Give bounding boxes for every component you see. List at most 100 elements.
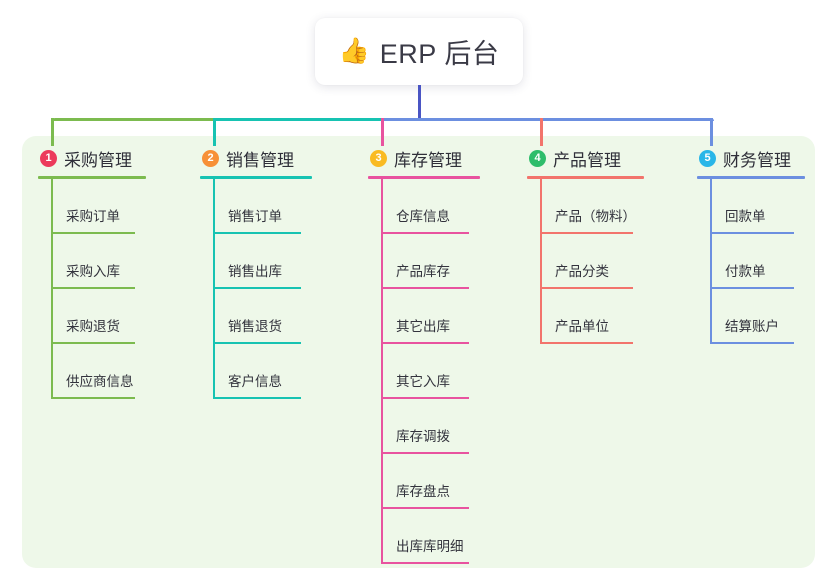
branch-stem-1 — [51, 118, 54, 146]
connector-bar-segment-3 — [382, 118, 714, 121]
branch-item-label: 其它入库 — [396, 374, 450, 389]
branch-item-rule — [540, 232, 633, 234]
connector-bar-segment-2 — [214, 118, 384, 121]
branch-item[interactable]: 销售退货 — [200, 289, 312, 344]
branch-header-rule-2 — [200, 176, 312, 179]
branch-item[interactable]: 客户信息 — [200, 344, 312, 399]
branch-item-label: 产品库存 — [396, 264, 450, 279]
branch-column-2: 2 销售管理销售订单销售出库销售退货客户信息 — [200, 146, 312, 399]
branch-item[interactable]: 销售出库 — [200, 234, 312, 289]
branch-item-rule — [213, 287, 301, 289]
branch-item-rule — [381, 452, 469, 454]
branch-item[interactable]: 供应商信息 — [38, 344, 146, 399]
branch-item[interactable]: 付款单 — [697, 234, 805, 289]
branch-item[interactable]: 产品单位 — [527, 289, 644, 344]
branch-item-rule — [381, 507, 469, 509]
root-node-title: ERP 后台 — [379, 39, 500, 69]
branch-item-label: 产品分类 — [555, 264, 609, 279]
branch-badge-4: 4 — [529, 149, 546, 167]
branch-header-rule-4 — [527, 176, 644, 179]
branch-item-rule — [710, 287, 794, 289]
branch-column-3: 3 库存管理仓库信息产品库存其它出库其它入库库存调拨库存盘点出库库明细 — [368, 146, 480, 564]
branch-item-rule — [381, 342, 469, 344]
branch-trunk-3 — [381, 179, 383, 564]
branch-item-rule — [381, 287, 469, 289]
branch-badge-3: 3 — [370, 149, 387, 167]
branch-item-label: 采购退货 — [66, 319, 120, 334]
branch-item-rule — [213, 232, 301, 234]
thumbs-up-icon: 👍 — [338, 37, 370, 65]
branch-header-rule-1 — [38, 176, 146, 179]
branches-panel — [22, 136, 815, 568]
branch-item-label: 结算账户 — [725, 319, 779, 334]
branch-item-label: 产品（物料） — [555, 209, 636, 224]
branch-stem-2 — [213, 118, 216, 146]
branch-item-list-5: 回款单付款单结算账户 — [697, 179, 805, 344]
branch-item[interactable]: 产品（物料） — [527, 179, 644, 234]
branch-item-label: 仓库信息 — [396, 209, 450, 224]
branch-item[interactable]: 产品库存 — [368, 234, 480, 289]
branch-trunk-5 — [710, 179, 712, 344]
branch-item-rule — [51, 342, 135, 344]
branch-item-rule — [213, 397, 301, 399]
branch-item[interactable]: 库存调拨 — [368, 399, 480, 454]
branch-item-label: 供应商信息 — [66, 374, 134, 389]
branch-item[interactable]: 产品分类 — [527, 234, 644, 289]
branch-badge-5: 5 — [699, 149, 716, 167]
branch-item[interactable]: 库存盘点 — [368, 454, 480, 509]
branch-stem-3 — [381, 118, 384, 146]
branch-item-label: 采购入库 — [66, 264, 120, 279]
branch-item-label: 客户信息 — [228, 374, 282, 389]
branch-item-rule — [710, 342, 794, 344]
branch-item-label: 采购订单 — [66, 209, 120, 224]
branch-item-label: 出库库明细 — [396, 539, 464, 554]
connector-bar-segment-1 — [52, 118, 216, 121]
branch-item-rule — [51, 232, 135, 234]
branch-item[interactable]: 回款单 — [697, 179, 805, 234]
branch-trunk-1 — [51, 179, 53, 399]
branch-item[interactable]: 其它出库 — [368, 289, 480, 344]
branch-item-label: 库存调拨 — [396, 429, 450, 444]
branch-item-rule — [540, 287, 633, 289]
branch-item[interactable]: 仓库信息 — [368, 179, 480, 234]
branch-item-label: 产品单位 — [555, 319, 609, 334]
branch-item[interactable]: 采购入库 — [38, 234, 146, 289]
branch-trunk-4 — [540, 179, 542, 344]
branch-item-label: 销售订单 — [228, 209, 282, 224]
branch-item-list-2: 销售订单销售出库销售退货客户信息 — [200, 179, 312, 399]
branch-header-3[interactable]: 3 库存管理 — [368, 146, 480, 170]
branch-title-3: 库存管理 — [394, 150, 462, 170]
branch-item-list-1: 采购订单采购入库采购退货供应商信息 — [38, 179, 146, 399]
root-stem — [418, 85, 421, 121]
branch-item-rule — [381, 397, 469, 399]
branch-item-rule — [540, 342, 633, 344]
branch-item[interactable]: 销售订单 — [200, 179, 312, 234]
branch-item[interactable]: 采购退货 — [38, 289, 146, 344]
branch-item-label: 其它出库 — [396, 319, 450, 334]
branch-item[interactable]: 结算账户 — [697, 289, 805, 344]
branch-item[interactable]: 采购订单 — [38, 179, 146, 234]
branch-badge-1: 1 — [40, 149, 57, 167]
branch-item[interactable]: 其它入库 — [368, 344, 480, 399]
branch-item-rule — [213, 342, 301, 344]
branch-item-label: 回款单 — [725, 209, 766, 224]
branch-badge-2: 2 — [202, 149, 219, 167]
branch-item-rule — [51, 287, 135, 289]
root-node[interactable]: 👍 ERP 后台 — [315, 18, 523, 85]
branch-item-rule — [51, 397, 135, 399]
branch-item-label: 付款单 — [725, 264, 766, 279]
branch-item[interactable]: 出库库明细 — [368, 509, 480, 564]
branch-trunk-2 — [213, 179, 215, 399]
branch-title-2: 销售管理 — [226, 150, 294, 170]
branch-item-list-4: 产品（物料） 产品分类产品单位 — [527, 179, 644, 344]
branch-item-rule — [710, 232, 794, 234]
branch-header-2[interactable]: 2 销售管理 — [200, 146, 312, 170]
branch-stem-5 — [710, 118, 713, 146]
branch-item-rule — [381, 562, 469, 564]
branch-stem-4 — [540, 118, 543, 146]
